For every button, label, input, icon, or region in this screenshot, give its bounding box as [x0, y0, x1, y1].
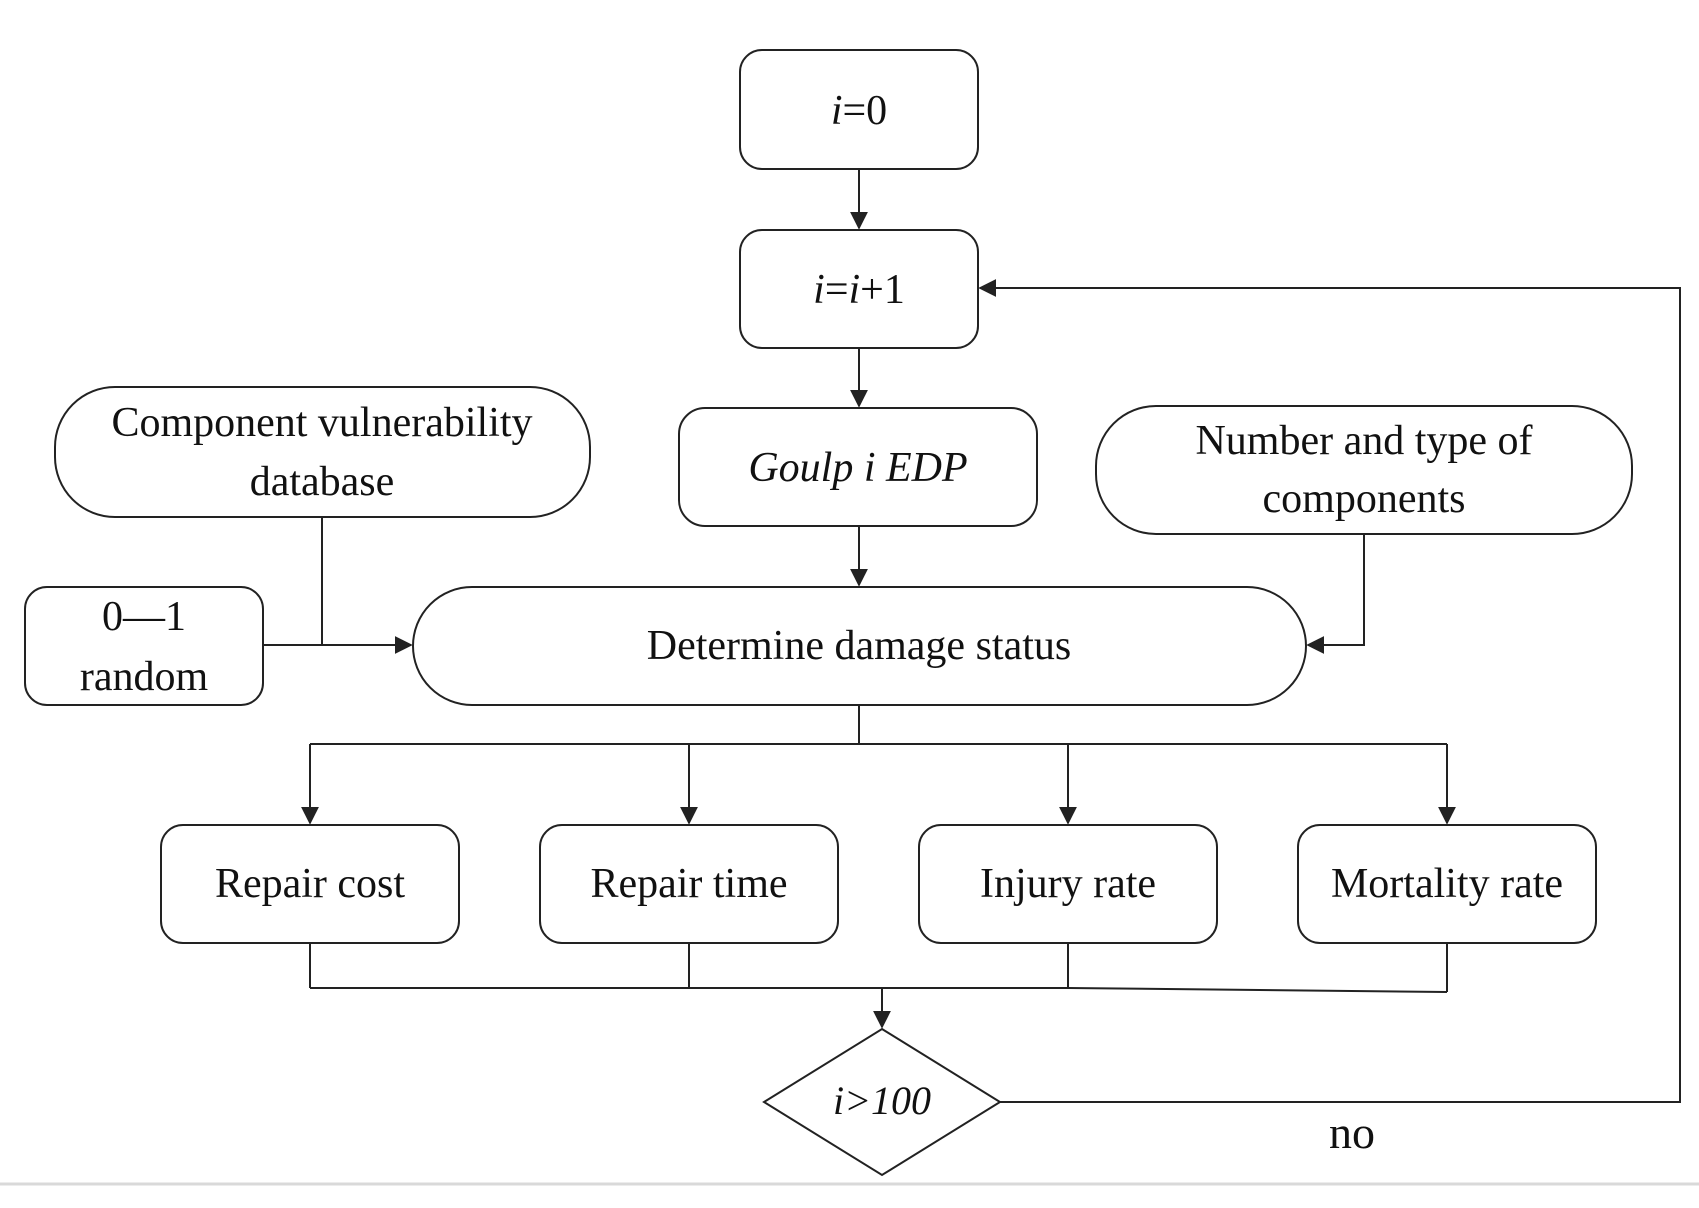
edge-no-label: no [1329, 1107, 1375, 1158]
node-init: i=0 [739, 49, 979, 170]
edge-loop-back [978, 279, 1681, 1103]
increment-eq: = [825, 267, 849, 313]
decision-var: i [833, 1078, 844, 1123]
component-info-line2: components [1263, 476, 1466, 522]
node-decision: i>100 [762, 1027, 1002, 1177]
node-vulnerability-db: Component vulnerability database [54, 386, 591, 518]
random-line1: 0—1 [102, 594, 186, 640]
node-component-info: Number and type of components [1095, 405, 1633, 535]
node-repair-cost: Repair cost [160, 824, 460, 944]
node-repair-time: Repair time [539, 824, 839, 944]
damage-status-label: Determine damage status [647, 623, 1072, 669]
init-rest: =0 [842, 88, 887, 134]
node-damage-status: Determine damage status [412, 586, 1307, 706]
component-info-line1: Number and type of [1195, 418, 1532, 464]
decision-rest: >100 [844, 1078, 931, 1123]
edge-collection-bus [310, 987, 1448, 993]
random-line2: random [80, 654, 209, 700]
repair-time-label: Repair time [590, 861, 787, 907]
injury-rate-label: Injury rate [980, 861, 1156, 907]
vulnerability-db-line1: Component vulnerability [111, 400, 532, 446]
increment-var1: i [813, 267, 825, 313]
increment-rest: +1 [860, 267, 905, 313]
vulnerability-db-line2: database [250, 459, 395, 505]
svg-text:i=0: i=0 [831, 88, 887, 134]
node-mortality-rate: Mortality rate [1297, 824, 1597, 944]
node-injury-rate: Injury rate [918, 824, 1218, 944]
mortality-rate-label: Mortality rate [1331, 861, 1563, 907]
node-random: 0—1 random [24, 586, 264, 706]
svg-text:i>100: i>100 [833, 1078, 931, 1123]
repair-cost-label: Repair cost [215, 861, 405, 907]
node-edp: Goulp i EDP [678, 407, 1038, 527]
node-increment: i=i+1 [739, 229, 979, 349]
increment-var2: i [849, 267, 861, 313]
edp-label: Goulp i EDP [748, 445, 967, 491]
edge-component-info-to-damage-status [1306, 534, 1365, 654]
svg-text:i=i+1: i=i+1 [813, 267, 905, 313]
init-var: i [831, 88, 843, 134]
